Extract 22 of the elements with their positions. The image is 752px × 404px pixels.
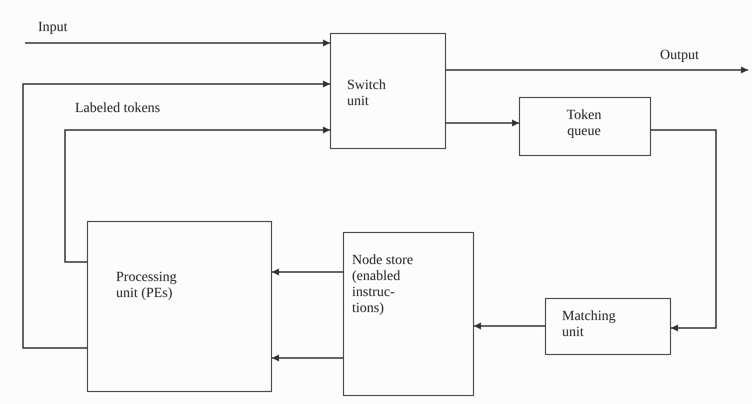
arrow: [446, 120, 519, 126]
process-box: [330, 33, 446, 149]
edge-label: Output: [660, 48, 699, 64]
arrow: [272, 354, 343, 362]
arrow: [272, 268, 343, 276]
edge-label: Labeled tokens: [75, 101, 160, 117]
arrow: [651, 129, 717, 332]
arrow: [446, 66, 748, 74]
box-label: Token queue: [566, 108, 602, 140]
box-label: Switch unit: [347, 78, 387, 110]
arrow: [25, 40, 330, 46]
process-box: [545, 298, 671, 355]
process-box: [519, 97, 651, 156]
process-box: [343, 232, 474, 396]
box-label: Matching unit: [562, 309, 617, 341]
box-label: Processing unit (PEs): [116, 270, 178, 302]
arrow: [474, 322, 545, 330]
process-box: [87, 221, 272, 392]
edge-label: Input: [38, 20, 68, 36]
arrow: [22, 80, 330, 349]
arrow: [64, 126, 330, 263]
box-label: Node store (enabled instruc- tions): [352, 253, 414, 317]
